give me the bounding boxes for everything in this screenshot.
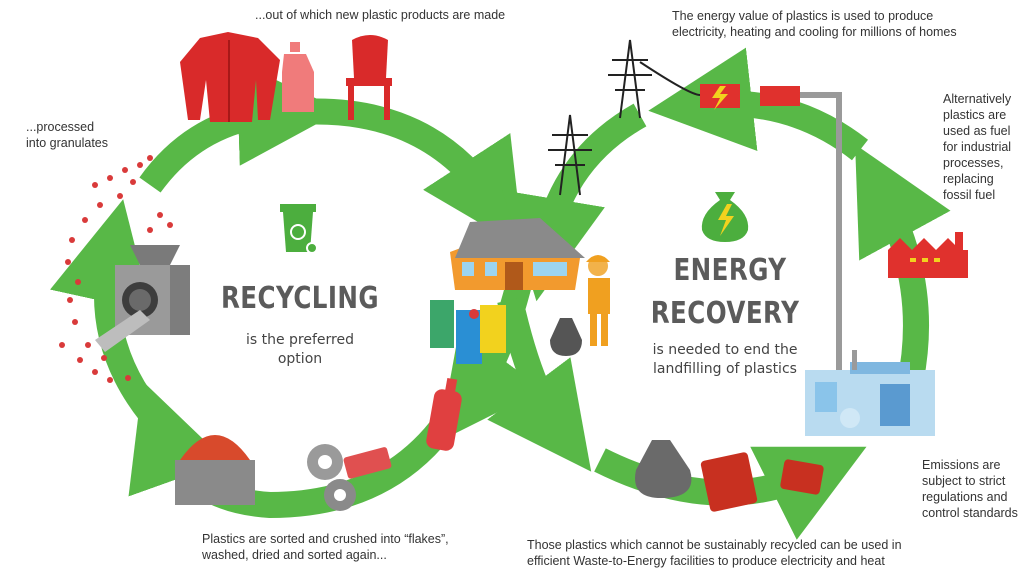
caption-fuel-line3: used as fuel: [943, 124, 1011, 138]
caption-energy-value-line2: electricity, heating and cooling for mil…: [672, 25, 957, 39]
red-bottle-icon: [426, 377, 462, 451]
worker-icon: [586, 255, 610, 346]
plastic-packaging-icon: [700, 452, 824, 512]
caption-emissions-line2: subject to strict: [922, 474, 1006, 488]
caption-granulates-line1: ...processed: [26, 120, 95, 134]
garbage-bag-icon: [635, 440, 692, 498]
recycling-subtitle-line2: option: [277, 351, 323, 367]
caption-granulates-line2: into granulates: [26, 136, 109, 150]
caption-flakes-line2: washed, dried and sorted again...: [202, 548, 387, 562]
recycling-bins: [430, 300, 506, 364]
energy-title-line1: ENERGY: [673, 253, 787, 288]
caption-energy-value-line1: The energy value of plastics is used to …: [672, 9, 934, 23]
factory-icon: [888, 232, 968, 278]
caption-fuel-line7: fossil fuel: [943, 188, 996, 202]
flakes-crusher: [175, 435, 392, 511]
loop-arrow-top-left: [139, 61, 342, 193]
plastic-granules: [59, 155, 173, 383]
caption-fuel-line6: replacing: [943, 172, 994, 186]
recycling-title: RECYCLING: [220, 281, 380, 316]
caption-emissions-line4: control standards: [922, 506, 1018, 520]
caption-fuel-line2: plastics are: [943, 108, 1007, 122]
caption-fuel-line1: Alternatively: [943, 92, 1012, 106]
caption-emissions-line1: Emissions are: [922, 458, 1001, 472]
energy-title-line2: RECOVERY: [650, 296, 800, 331]
plastic-bottle-icon: [282, 42, 314, 112]
caption-fuel-line5: processes,: [943, 156, 1004, 170]
house-icon: [450, 218, 585, 290]
caption-flakes-line1: Plastics are sorted and crushed into “fl…: [202, 532, 449, 546]
recycling-subtitle-line1: is the preferred: [245, 332, 354, 348]
energy-subtitle-line1: is needed to end the: [652, 342, 798, 358]
waste-to-energy-plant-icon: [805, 350, 935, 436]
loop-arrow-center-right: [487, 297, 592, 472]
caption-emissions-line3: regulations and: [922, 490, 1008, 504]
caption-fuel-line4: for industrial: [943, 140, 1012, 154]
electricity-plug-icon: [700, 84, 842, 372]
trash-bag-icon: [550, 318, 582, 356]
energy-subtitle-line2: landfilling of plastics: [653, 361, 797, 377]
caption-new-products: ...out of which new plastic products are…: [255, 8, 506, 22]
granulator-machine: [95, 245, 190, 352]
caption-wte-line2: efficient Waste-to-Energy facilities to …: [527, 554, 885, 568]
red-jacket-icon: [180, 32, 280, 122]
loop-arrow-top-right: [299, 98, 524, 249]
recycle-bin-icon: [280, 204, 318, 254]
caption-wte-line1: Those plastics which cannot be sustainab…: [527, 538, 902, 552]
money-bag-lightning-icon: [701, 192, 749, 242]
plastic-chair-icon: [346, 35, 392, 120]
power-pylons: [548, 39, 701, 196]
